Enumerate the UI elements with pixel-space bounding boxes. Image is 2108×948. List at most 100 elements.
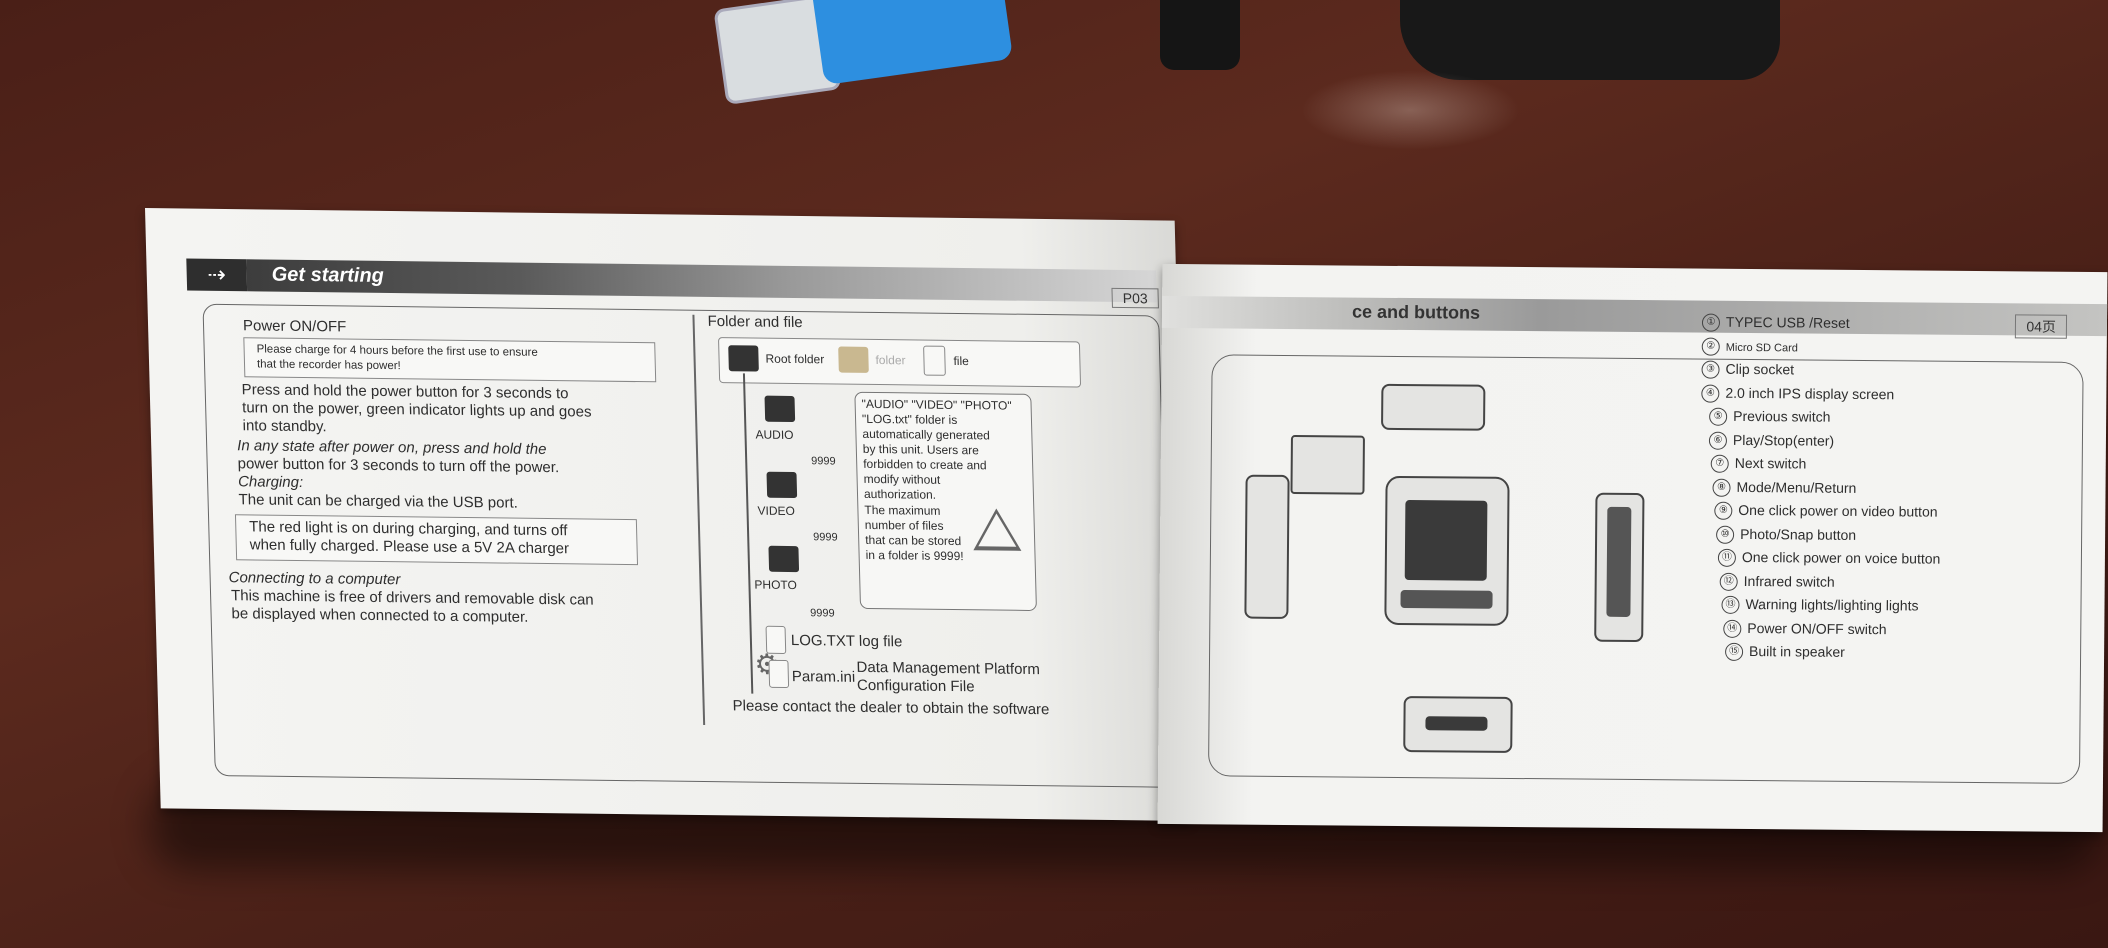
- legend-label: Infrared switch: [1743, 572, 1835, 590]
- charging-text: The unit can be charged via the USB port…: [238, 491, 519, 512]
- video-label: VIDEO: [757, 503, 796, 519]
- usb-card-reader: [712, 0, 1014, 109]
- charging-heading: Charging:: [237, 473, 304, 492]
- param-desc-1: Data Management Platform: [856, 658, 1041, 679]
- photo-folder-icon: [768, 545, 800, 573]
- legend-label: Play/Stop(enter): [1732, 431, 1835, 449]
- charge-note-2: that the recorder has power!: [256, 358, 401, 373]
- param-file-label: Param.ini: [791, 668, 856, 686]
- legend-number: ⑮: [1725, 643, 1744, 662]
- legend-item: ③ Clip socket: [1701, 361, 1942, 387]
- legend-number: ⑧: [1712, 478, 1731, 497]
- legend-label: Power ON/OFF switch: [1747, 619, 1887, 637]
- page-number-right: 04页: [2015, 314, 2068, 339]
- video-folder-icon: [766, 471, 798, 499]
- power-step-3: into standby.: [242, 417, 327, 436]
- legend-number: ⑨: [1714, 502, 1733, 521]
- diagram-panel: [1207, 354, 2084, 784]
- legend-item: ⑮ Built in speaker: [1699, 643, 1940, 669]
- arrow-icon: ⇢: [186, 258, 248, 292]
- page-number: P03: [1111, 287, 1159, 309]
- legend-number: ⑤: [1709, 407, 1728, 427]
- table-glare: [1300, 70, 1520, 150]
- device-side-left: [1244, 474, 1290, 619]
- power-heading: Power ON/OFF: [242, 317, 347, 336]
- warning-line-11: in a folder is 9999!: [865, 547, 964, 564]
- connect-heading: Connecting to a computer: [228, 569, 401, 589]
- legend-label: Clip socket: [1725, 360, 1795, 378]
- file-label: file: [953, 353, 969, 369]
- device-front: [1384, 475, 1510, 626]
- dealer-note: Please contact the dealer to obtain the …: [732, 697, 1050, 719]
- warning-line-5: forbidden to create and: [863, 456, 987, 473]
- clip-detail: [1290, 435, 1365, 495]
- legend-item: ⑫ Infrared switch: [1700, 572, 1941, 598]
- param-desc-2: Configuration File: [856, 676, 975, 696]
- audio-label: AUDIO: [755, 427, 794, 443]
- warning-line-10: that can be stored: [865, 532, 962, 549]
- section-title: Get starting: [271, 263, 385, 287]
- legend-number: ④: [1701, 384, 1720, 403]
- photo-count: 9999: [810, 607, 835, 620]
- legend-label: TYPEC USB /Reset: [1725, 313, 1850, 331]
- param-file-icon: [768, 659, 790, 689]
- side-buttons: [1606, 506, 1632, 617]
- speaker-grille: [1425, 716, 1488, 731]
- legend-item: ⑤ Previous switch: [1701, 408, 1942, 434]
- legend-label: Mode/Menu/Return: [1736, 478, 1857, 496]
- legend-label: Photo/Snap button: [1740, 525, 1857, 543]
- warning-triangle-icon: [972, 508, 1022, 551]
- legend-item: ⑩ Photo/Snap button: [1700, 525, 1941, 551]
- folder-heading: Folder and file: [707, 312, 803, 332]
- legend-number: ⑫: [1719, 572, 1738, 591]
- legend-item: ⑪ One click power on voice button: [1700, 548, 1941, 575]
- legend-number: ⑥: [1708, 431, 1728, 450]
- legend-item: ② Micro SD Card: [1701, 337, 1943, 363]
- legend-item: ④ 2.0 inch IPS display screen: [1701, 384, 1942, 410]
- legend-label: Previous switch: [1733, 407, 1831, 425]
- section-header: ⇢ Get starting: [186, 258, 1157, 303]
- warning-line-2: "LOG.txt" folder is: [861, 411, 958, 428]
- file-icon: [923, 345, 946, 376]
- legend-number: ③: [1701, 360, 1720, 380]
- warning-line-3: automatically generated: [862, 426, 990, 443]
- legend-number: ①: [1701, 313, 1721, 333]
- legend-item: ⑧ Mode/Menu/Return: [1700, 478, 1941, 504]
- video-count: 9999: [813, 531, 838, 544]
- warning-line-9: number of files: [864, 517, 944, 533]
- device-bottom-view: [1403, 696, 1513, 753]
- legend-number: ②: [1701, 337, 1720, 356]
- legend-label: One click power on voice button: [1741, 548, 1941, 567]
- legend-item: ⑭ Power ON/OFF switch: [1699, 619, 1940, 645]
- black-object: [1160, 0, 1240, 70]
- folder-icon: [838, 346, 869, 373]
- legend-item: ⑨ One click power on video button: [1700, 502, 1941, 528]
- legend-number: ⑦: [1710, 454, 1729, 474]
- legend-number: ⑪: [1717, 549, 1736, 568]
- warning-line-6: modify without: [863, 471, 941, 487]
- audio-folder-icon: [764, 395, 796, 423]
- legend-label: Built in speaker: [1749, 643, 1845, 660]
- legend-number: ⑩: [1716, 525, 1735, 544]
- section-title-right: ce and buttons: [1351, 301, 1481, 323]
- front-buttons: [1400, 589, 1493, 609]
- section-header-right: ce and buttons: [1161, 295, 2108, 337]
- log-file-label: LOG.TXT log file: [790, 632, 903, 651]
- legend-label: One click power on video button: [1738, 501, 1938, 520]
- device-side-right: [1594, 492, 1645, 643]
- photo-label: PHOTO: [754, 577, 798, 593]
- legend-label: 2.0 inch IPS display screen: [1725, 384, 1895, 402]
- warning-line-1: "AUDIO" "VIDEO" "PHOTO": [861, 396, 1012, 413]
- legend-number: ⑭: [1723, 619, 1742, 638]
- legend-label: Micro SD Card: [1725, 341, 1798, 354]
- folder-label: folder: [875, 352, 906, 368]
- audio-count: 9999: [811, 455, 836, 468]
- warning-line-4: by this unit. Users are: [862, 441, 980, 458]
- warning-line-7: authorization.: [863, 486, 937, 502]
- warning-line-8: The maximum: [864, 502, 941, 518]
- root-folder-label: Root folder: [765, 351, 825, 367]
